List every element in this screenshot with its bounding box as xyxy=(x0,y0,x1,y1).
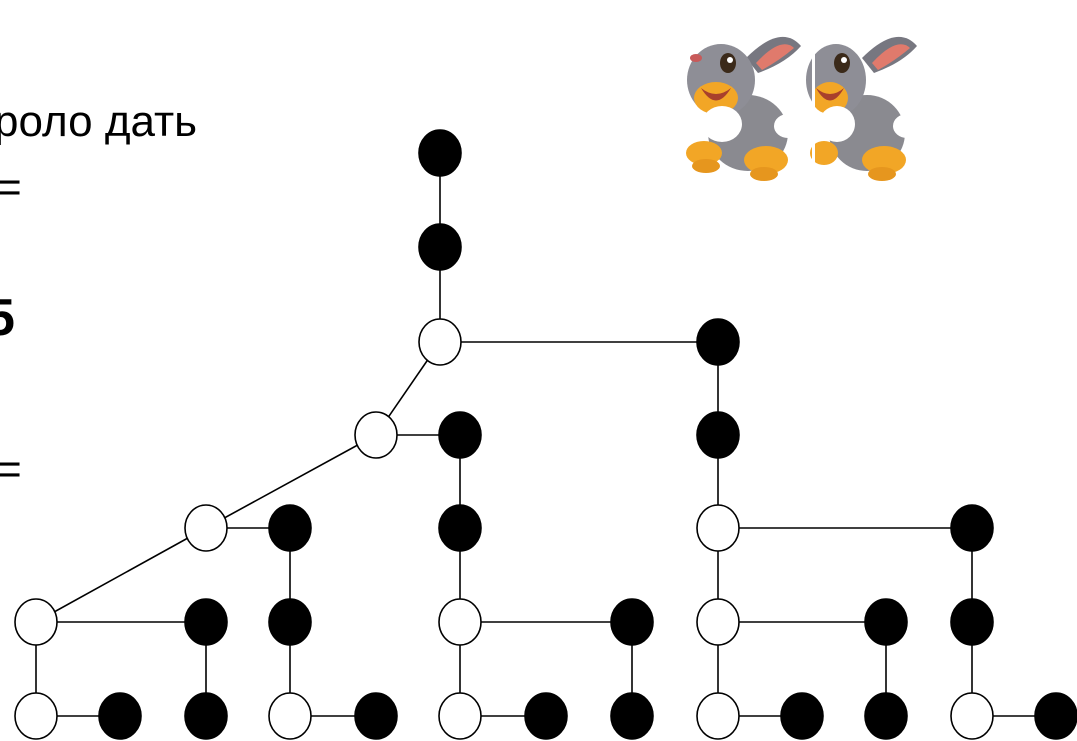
black-node xyxy=(610,598,654,646)
black-node xyxy=(696,318,740,366)
bunny-image-1 xyxy=(686,36,802,181)
white-node xyxy=(696,692,740,740)
black-node xyxy=(98,692,142,740)
white-node xyxy=(268,692,312,740)
black-node xyxy=(438,504,482,552)
white-node xyxy=(354,411,398,459)
tree-nodes xyxy=(14,129,1077,740)
partial-text-line-3: 5 xyxy=(0,289,15,347)
black-node xyxy=(184,598,228,646)
black-node xyxy=(418,223,462,271)
black-node xyxy=(1034,692,1077,740)
white-node xyxy=(418,318,462,366)
black-node xyxy=(524,692,568,740)
black-node xyxy=(950,598,994,646)
black-node xyxy=(864,692,908,740)
white-node xyxy=(14,598,58,646)
black-node xyxy=(354,692,398,740)
white-node xyxy=(438,692,482,740)
black-node xyxy=(418,129,462,177)
white-node xyxy=(696,504,740,552)
black-node xyxy=(864,598,908,646)
black-node xyxy=(696,411,740,459)
black-node xyxy=(950,504,994,552)
tree-edge xyxy=(205,434,377,529)
white-node xyxy=(950,692,994,740)
black-node xyxy=(780,692,824,740)
black-node xyxy=(184,692,228,740)
white-node xyxy=(696,598,740,646)
white-node xyxy=(184,504,228,552)
tree-edge xyxy=(35,527,207,623)
white-node xyxy=(438,598,482,646)
black-node xyxy=(268,598,312,646)
bunny-image-2 xyxy=(806,18,921,183)
black-node xyxy=(610,692,654,740)
white-node xyxy=(14,692,58,740)
black-node xyxy=(438,411,482,459)
black-node xyxy=(268,504,312,552)
